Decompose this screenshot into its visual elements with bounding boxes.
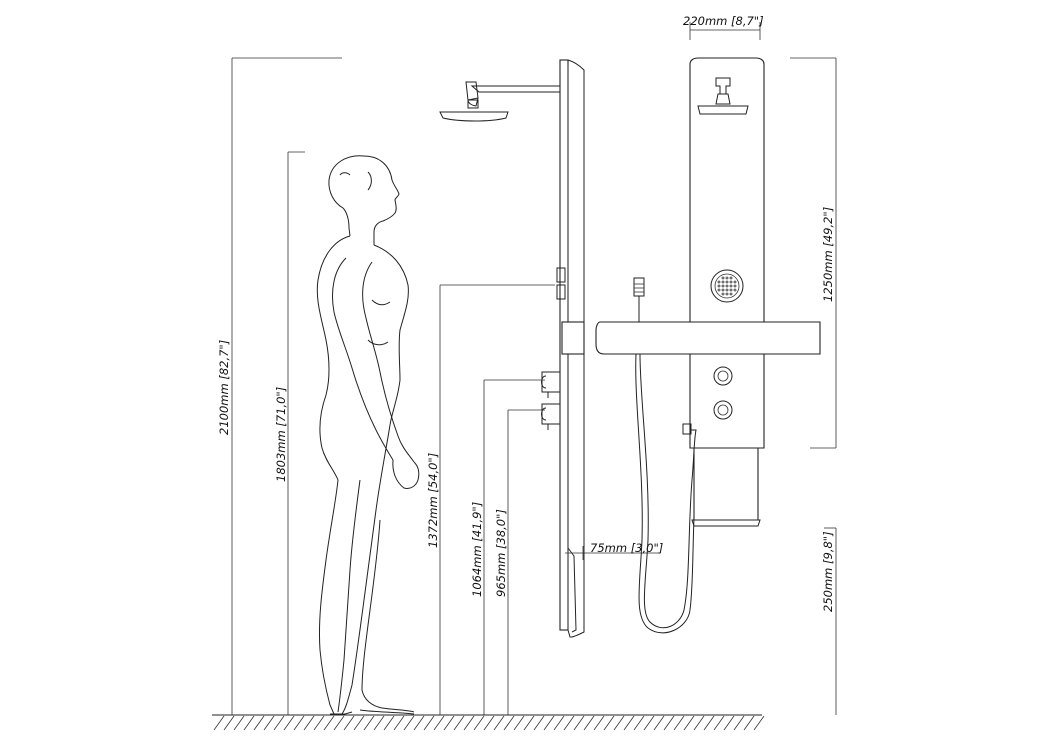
dimension-panel-depth-label: 75mm [3,0"] — [590, 541, 663, 555]
floor-hatch-line — [263, 715, 275, 731]
floor-hatch-line — [703, 715, 715, 731]
dimension-panel-length-label: 1250mm [49,2"] — [821, 207, 835, 302]
floor-hatch-line — [723, 715, 735, 731]
dimension-valve-upper-height-label: 1064mm [41,9"] — [470, 502, 484, 597]
jet-nozzle-dot — [729, 292, 733, 296]
floor-hatch-line — [393, 715, 405, 731]
floor-hatch-line — [243, 715, 255, 731]
floor-hatch-line — [403, 715, 415, 731]
floor-hatch-line — [593, 715, 605, 731]
jet-nozzle-dot — [725, 292, 729, 296]
jet-nozzle-dot — [725, 280, 729, 284]
floor-hatch-line — [513, 715, 525, 731]
jet-nozzle-dot — [729, 280, 733, 284]
dimension-panel-width: 220mm [8,7"] — [683, 14, 764, 40]
floor-hatch-line — [233, 715, 245, 731]
floor-hatch-line — [303, 715, 315, 731]
dimension-shelf-height: 1372mm [54,0"] — [426, 284, 555, 715]
floor-hatch-line — [753, 715, 765, 731]
dimension-valve-upper-height: 1064mm [41,9"] — [470, 379, 545, 715]
floor-hatch-line — [453, 715, 465, 731]
floor-hatch-line — [253, 715, 265, 731]
jet-nozzle-dot — [717, 288, 721, 292]
floor-hatch-line — [463, 715, 475, 731]
floor-hatch-line — [733, 715, 745, 731]
floor-hatch-line — [433, 715, 445, 731]
jet-nozzle-dot — [721, 292, 725, 296]
floor-hatch-line — [483, 715, 495, 731]
floor-hatch-line — [573, 715, 585, 731]
dimension-person-height: 1803mm [71,0"] — [274, 151, 305, 715]
jet-nozzle-dot — [725, 284, 729, 288]
floor-hatch-line — [473, 715, 485, 731]
person-figure — [316, 155, 420, 715]
floor-hatch-line — [313, 715, 325, 731]
jet-nozzle-dot — [721, 276, 725, 280]
floor-hatch-line — [353, 715, 365, 731]
floor-hatch-line — [613, 715, 625, 731]
dimension-shelf-height-label: 1372mm [54,0"] — [426, 453, 440, 548]
floor-hatch-line — [503, 715, 515, 731]
floor-hatch-line — [653, 715, 665, 731]
floor-hatch-line — [343, 715, 355, 731]
jet-nozzle-dot — [725, 276, 729, 280]
jet-nozzle-dot — [733, 280, 737, 284]
floor-hatch-line — [713, 715, 725, 731]
dimension-valve-lower-height-label: 965mm [38,0"] — [494, 509, 508, 597]
jet-nozzle-dot — [721, 280, 725, 284]
floor-hatch-line — [423, 715, 435, 731]
dimension-valve-lower-height: 965mm [38,0"] — [494, 409, 545, 715]
floor-hatch-line — [743, 715, 755, 731]
jet-nozzle-dot — [733, 284, 737, 288]
floor-hatch-line — [373, 715, 385, 731]
jet-nozzle-dot — [729, 288, 733, 292]
floor-hatch-line — [643, 715, 655, 731]
shower-side-view — [439, 59, 585, 638]
jet-nozzle-dot — [717, 284, 721, 288]
jet-nozzle-dot — [721, 288, 725, 292]
shower-front-view — [595, 57, 821, 634]
floor-hatch-line — [363, 715, 375, 731]
floor-hatch-line — [673, 715, 685, 731]
floor-hatch-line — [273, 715, 285, 731]
jet-nozzle-dot — [725, 288, 729, 292]
floor-hatch-line — [383, 715, 395, 731]
floor-hatch-line — [563, 715, 575, 731]
floor-hatch-line — [283, 715, 295, 731]
floor-hatch-line — [493, 715, 505, 731]
floor-hatch-line — [333, 715, 345, 731]
floor-hatch-line — [623, 715, 635, 731]
floor-hatch-line — [543, 715, 555, 731]
floor-hatch-line — [683, 715, 695, 731]
floor-hatch-line — [583, 715, 595, 731]
floor-hatch-line — [523, 715, 535, 731]
floor-hatch-line — [213, 715, 225, 731]
floor-hatch-line — [323, 715, 335, 731]
jet-nozzle-dot — [717, 280, 721, 284]
dimension-panel-depth: 75mm [3,0"] — [565, 541, 663, 560]
floor — [212, 714, 765, 731]
floor-hatch-line — [223, 715, 235, 731]
floor-hatch-line — [693, 715, 705, 731]
dimension-panel-length: 1250mm [49,2"] — [790, 57, 837, 449]
jet-nozzle-dot — [733, 288, 737, 292]
jet-nozzle-dot — [729, 276, 733, 280]
floor-hatch-line — [293, 715, 305, 731]
dimension-floor-gap-label: 250mm [9,8"] — [821, 531, 835, 612]
floor-hatch-line — [413, 715, 425, 731]
jet-nozzle-dot — [721, 284, 725, 288]
floor-hatch-line — [663, 715, 675, 731]
dimension-total-height: 2100mm [82,7"] — [217, 57, 342, 715]
dimension-total-height-label: 2100mm [82,7"] — [217, 340, 231, 435]
floor-hatch-line — [553, 715, 565, 731]
dimension-person-height-label: 1803mm [71,0"] — [274, 387, 288, 482]
dimension-panel-width-label: 220mm [8,7"] — [683, 14, 764, 28]
floor-hatch-line — [633, 715, 645, 731]
floor-hatch-line — [533, 715, 545, 731]
floor-hatch-line — [603, 715, 615, 731]
floor-hatch-line — [443, 715, 455, 731]
dimension-floor-gap: 250mm [9,8"] — [821, 527, 837, 715]
jet-nozzle-dot — [729, 284, 733, 288]
